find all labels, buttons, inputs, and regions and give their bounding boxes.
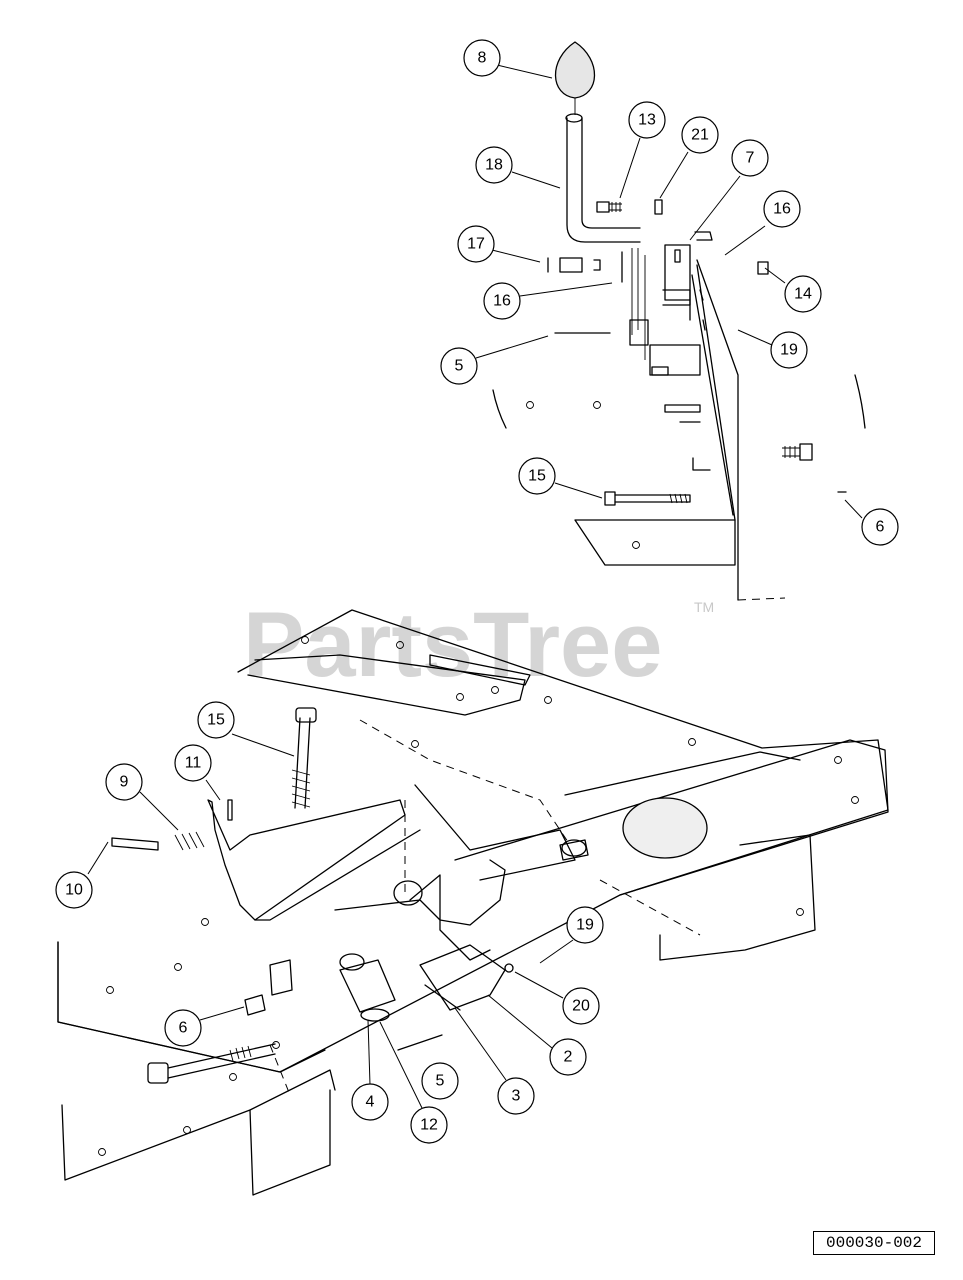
watermark-tm: TM: [694, 599, 714, 615]
switch-body: [339, 959, 396, 1013]
svg-text:17: 17: [467, 236, 485, 253]
callout-4: 4: [351, 1083, 389, 1121]
callout-14: 14: [784, 275, 822, 313]
leaders: [87, 64, 863, 1109]
callout-17: 17: [457, 225, 495, 263]
svg-text:4: 4: [366, 1094, 375, 1111]
svg-text:19: 19: [576, 917, 594, 934]
callout-5-upper: 5: [440, 347, 478, 385]
callout-15-lower: 15: [197, 701, 235, 739]
linkage-bracket: [207, 799, 406, 921]
svg-text:20: 20: [572, 998, 590, 1015]
callout-19-upper: 19: [770, 331, 808, 369]
callout-6-upper: 6: [861, 508, 899, 546]
callout-3: 3: [497, 1077, 535, 1115]
svg-text:6: 6: [876, 519, 885, 536]
svg-text:2: 2: [564, 1049, 573, 1066]
svg-text:16: 16: [493, 293, 511, 310]
svg-text:10: 10: [65, 882, 83, 899]
svg-text:5: 5: [455, 358, 464, 375]
callout-12: 12: [410, 1106, 448, 1144]
callout-9: 9: [105, 763, 143, 801]
svg-text:7: 7: [746, 150, 755, 167]
svg-text:5: 5: [436, 1073, 445, 1090]
watermark: PartsTree TM: [243, 594, 714, 696]
callout-10: 10: [55, 871, 93, 909]
svg-text:11: 11: [185, 755, 202, 772]
pivot-boss: [622, 797, 708, 859]
svg-text:6: 6: [179, 1020, 188, 1037]
svg-text:13: 13: [638, 112, 656, 129]
callout-5-lower: 5: [421, 1062, 459, 1100]
svg-text:9: 9: [120, 774, 129, 791]
frame-rail: [454, 739, 889, 896]
callout-21: 21: [681, 116, 719, 154]
callout-18: 18: [475, 146, 513, 184]
callout-13: 13: [628, 101, 666, 139]
callout-19-lower: 19: [566, 906, 604, 944]
callout-20: 20: [562, 987, 600, 1025]
upper-assembly: [492, 41, 866, 601]
callouts: 8 13 21 7 18 16 14 17 16 19 5 15 6 15 11…: [55, 39, 899, 1144]
svg-text:8: 8: [478, 50, 487, 67]
svg-text:15: 15: [528, 468, 546, 485]
callout-7: 7: [731, 139, 769, 177]
reference-code: 000030-002: [813, 1231, 935, 1255]
svg-text:3: 3: [512, 1088, 521, 1105]
callout-2: 2: [549, 1038, 587, 1076]
callout-16-right: 16: [763, 190, 801, 228]
lower-assembly: [57, 609, 889, 1196]
callout-16-left: 16: [483, 282, 521, 320]
shift-lever-rod: [566, 117, 641, 243]
svg-text:15: 15: [207, 712, 225, 729]
svg-text:18: 18: [485, 157, 503, 174]
callout-15-upper: 15: [518, 457, 556, 495]
mount-plate: [574, 519, 736, 566]
svg-text:16: 16: [773, 201, 791, 218]
svg-text:12: 12: [420, 1117, 438, 1134]
watermark-text: PartsTree: [243, 594, 662, 696]
svg-text:21: 21: [691, 127, 709, 144]
side-panel: [696, 259, 739, 601]
svg-text:14: 14: [794, 286, 812, 303]
shift-knob: [554, 41, 596, 99]
callout-8: 8: [463, 39, 501, 77]
callout-6-lower: 6: [164, 1009, 202, 1047]
shift-bracket: [664, 244, 691, 301]
callout-11: 11: [174, 744, 212, 782]
svg-text:19: 19: [780, 342, 798, 359]
